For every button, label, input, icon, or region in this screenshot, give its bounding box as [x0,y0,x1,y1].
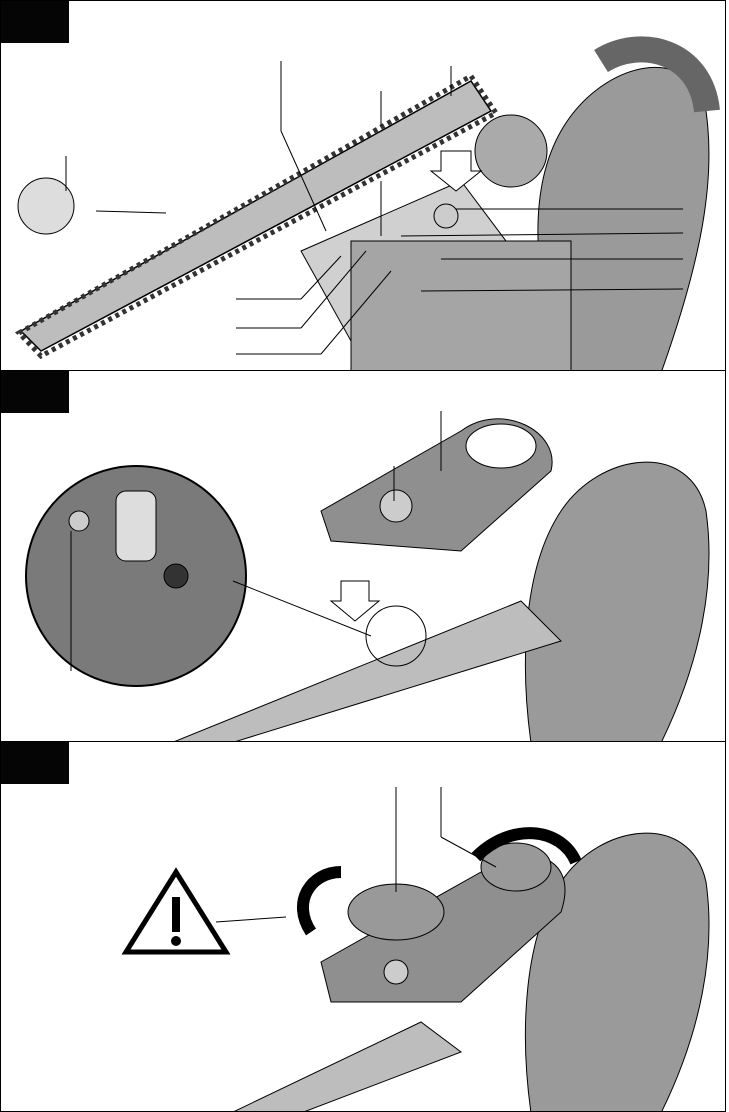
cover-tighten-illustration [121,787,710,1111]
chain-cover-illustration [25,411,710,741]
figure-panel-1 [0,0,726,372]
bar-and-chain-illustration [14,36,720,371]
figure-panel-3 [0,741,726,1112]
figure-label-box [1,742,69,784]
figure-label-box [1,371,69,413]
figure-label-box [1,1,69,43]
figure-panel-2 [0,370,726,742]
